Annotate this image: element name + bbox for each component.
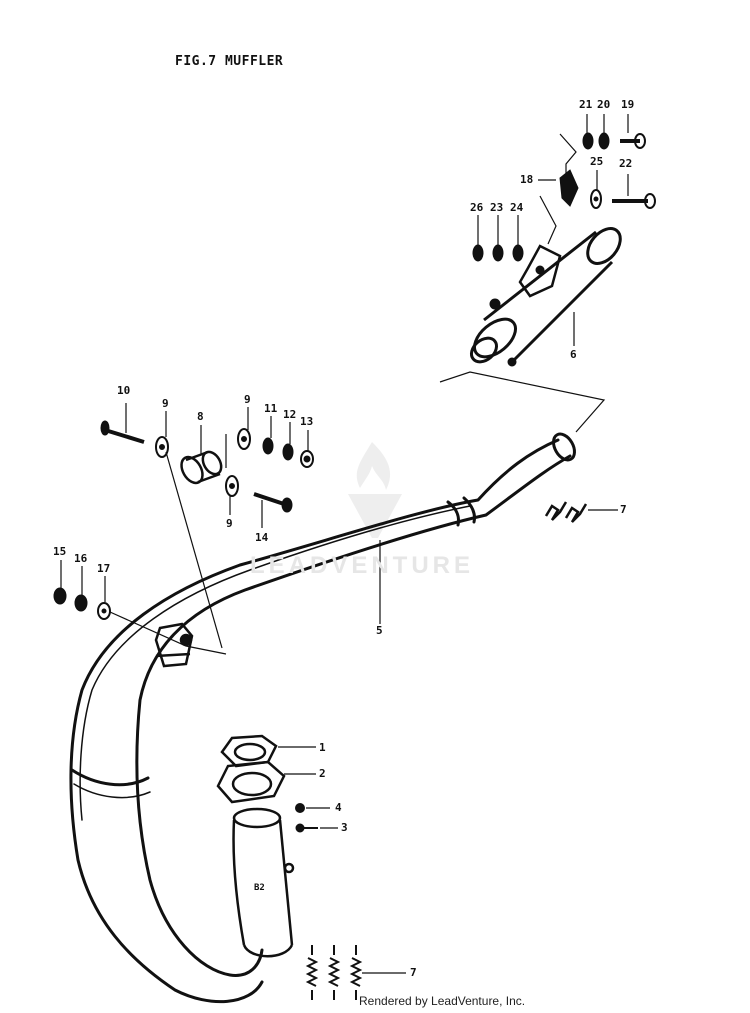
callout-24: 24 bbox=[510, 201, 524, 214]
figure-title: FIG.7 MUFFLER bbox=[175, 54, 284, 69]
header-pipe: B2 bbox=[232, 807, 295, 958]
pipe-bracket bbox=[154, 622, 194, 668]
callout-1: 1 bbox=[319, 741, 326, 754]
bolt-10 bbox=[100, 420, 145, 444]
bolt-3 bbox=[295, 823, 318, 833]
render-credit: Rendered by LeadVenture, Inc. bbox=[359, 994, 526, 1008]
watermark-text: LEADVENTURE bbox=[250, 552, 475, 579]
nut-4 bbox=[295, 803, 305, 813]
callout-13: 13 bbox=[300, 415, 314, 428]
callout-16: 16 bbox=[74, 552, 88, 565]
callout-17: 17 bbox=[97, 562, 111, 575]
small-hardware-11-13 bbox=[262, 437, 314, 468]
springs-7-bottom bbox=[305, 945, 363, 1000]
rubber-mount-8 bbox=[180, 450, 223, 485]
callout-25: 25 bbox=[590, 155, 604, 168]
callout-3: 3 bbox=[341, 821, 348, 834]
washers-9 bbox=[155, 428, 251, 497]
callout-9-left: 9 bbox=[162, 397, 169, 410]
silencer bbox=[469, 227, 622, 367]
callout-9-right: 9 bbox=[244, 393, 251, 406]
callout-19: 19 bbox=[621, 98, 635, 111]
small-hardware-15-17 bbox=[53, 587, 111, 620]
callout-7-lower: 7 bbox=[410, 966, 417, 979]
svg-text:B2: B2 bbox=[254, 883, 265, 893]
callout-20: 20 bbox=[597, 98, 611, 111]
callout-4: 4 bbox=[335, 801, 342, 814]
callout-12: 12 bbox=[283, 408, 297, 421]
callout-9-lower: 9 bbox=[226, 517, 233, 530]
springs-7-upper bbox=[544, 501, 588, 523]
callout-8: 8 bbox=[197, 410, 204, 423]
callout-18: 18 bbox=[520, 173, 534, 186]
callout-21: 21 bbox=[579, 98, 593, 111]
callout-23: 23 bbox=[490, 201, 504, 214]
callout-11: 11 bbox=[264, 402, 278, 415]
exhaust-pipe bbox=[69, 432, 576, 1004]
callout-14: 14 bbox=[255, 531, 269, 544]
callout-2: 2 bbox=[319, 767, 326, 780]
callout-6: 6 bbox=[570, 348, 577, 361]
gasket-2 bbox=[216, 760, 286, 804]
callout-7-upper: 7 bbox=[620, 503, 627, 516]
watermark-logo-icon bbox=[348, 442, 402, 538]
bolt-14 bbox=[253, 492, 293, 513]
callout-15: 15 bbox=[53, 545, 67, 558]
callout-10: 10 bbox=[117, 384, 131, 397]
callout-22: 22 bbox=[619, 157, 633, 170]
callout-5: 5 bbox=[376, 624, 383, 637]
callout-26: 26 bbox=[470, 201, 484, 214]
leader-lines bbox=[60, 114, 629, 974]
silencer-hardware bbox=[472, 132, 656, 262]
